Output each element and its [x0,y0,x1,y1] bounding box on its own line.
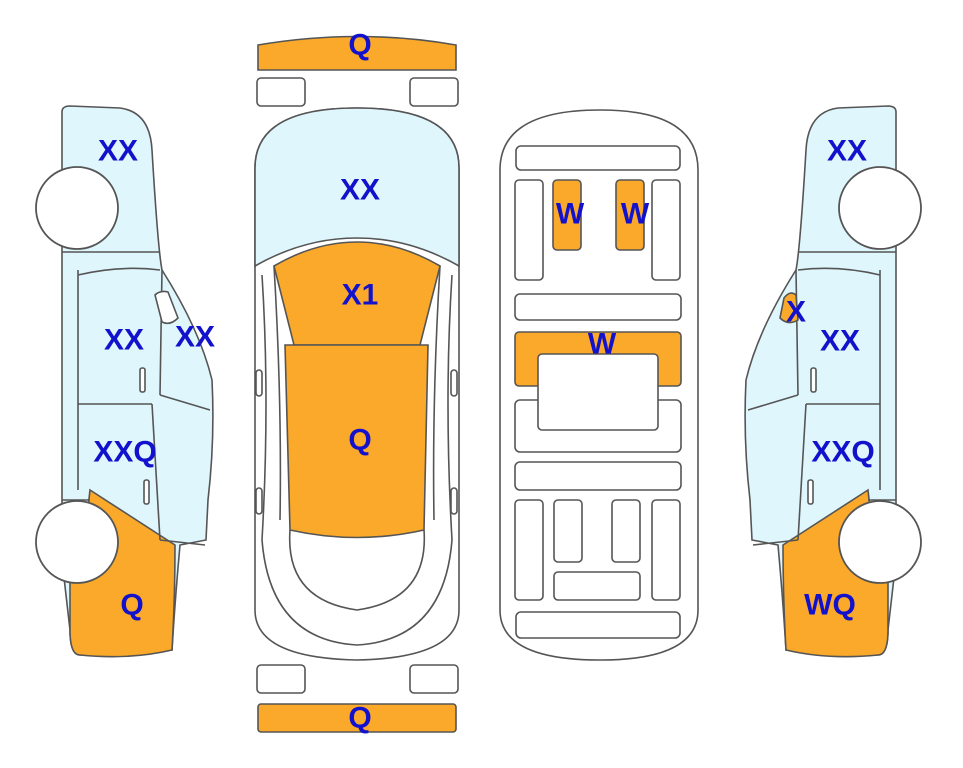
front-right-headlight [409,77,459,107]
label-top-roof: Q [348,424,371,457]
label-interior-middle: W [588,328,617,361]
left-front-wheel [35,166,119,250]
left-rear-wheel [35,500,119,584]
interior-front-seat-right[interactable] [615,179,645,251]
label-right-quarter: WQ [804,589,856,622]
label-left-front-door: XX [104,324,144,357]
label-right-rear-door: XXQ [811,436,874,469]
label-right-front-fender: XX [827,135,867,168]
label-interior-seat-left: W [556,198,585,231]
rear-left-taillight [256,664,306,694]
label-left-mirror: XX [175,321,215,354]
right-front-wheel [838,166,922,250]
interior-front-seat-left[interactable] [552,179,582,251]
interior-console [537,353,659,431]
label-rear-bumper: Q [348,702,371,735]
top-windshield[interactable] [254,107,460,268]
label-top-windshield: XX [340,174,380,207]
label-top-hood: X1 [342,279,379,312]
label-left-rear-door: XXQ [93,436,156,469]
front-left-headlight [256,77,306,107]
right-mirror[interactable] [779,292,799,324]
label-right-front-door: XX [820,325,860,358]
label-interior-seat-right: W [621,198,650,231]
label-left-front-fender: XX [98,135,138,168]
label-left-quarter: Q [120,589,143,622]
top-hood[interactable] [273,241,441,346]
label-right-mirror: X [786,296,806,329]
right-rear-wheel [838,500,922,584]
top-view-car [254,107,460,661]
label-front-bumper: Q [348,29,371,62]
front-bumper[interactable] [257,35,457,71]
rear-bumper[interactable] [257,703,457,733]
rear-right-taillight [409,664,459,694]
